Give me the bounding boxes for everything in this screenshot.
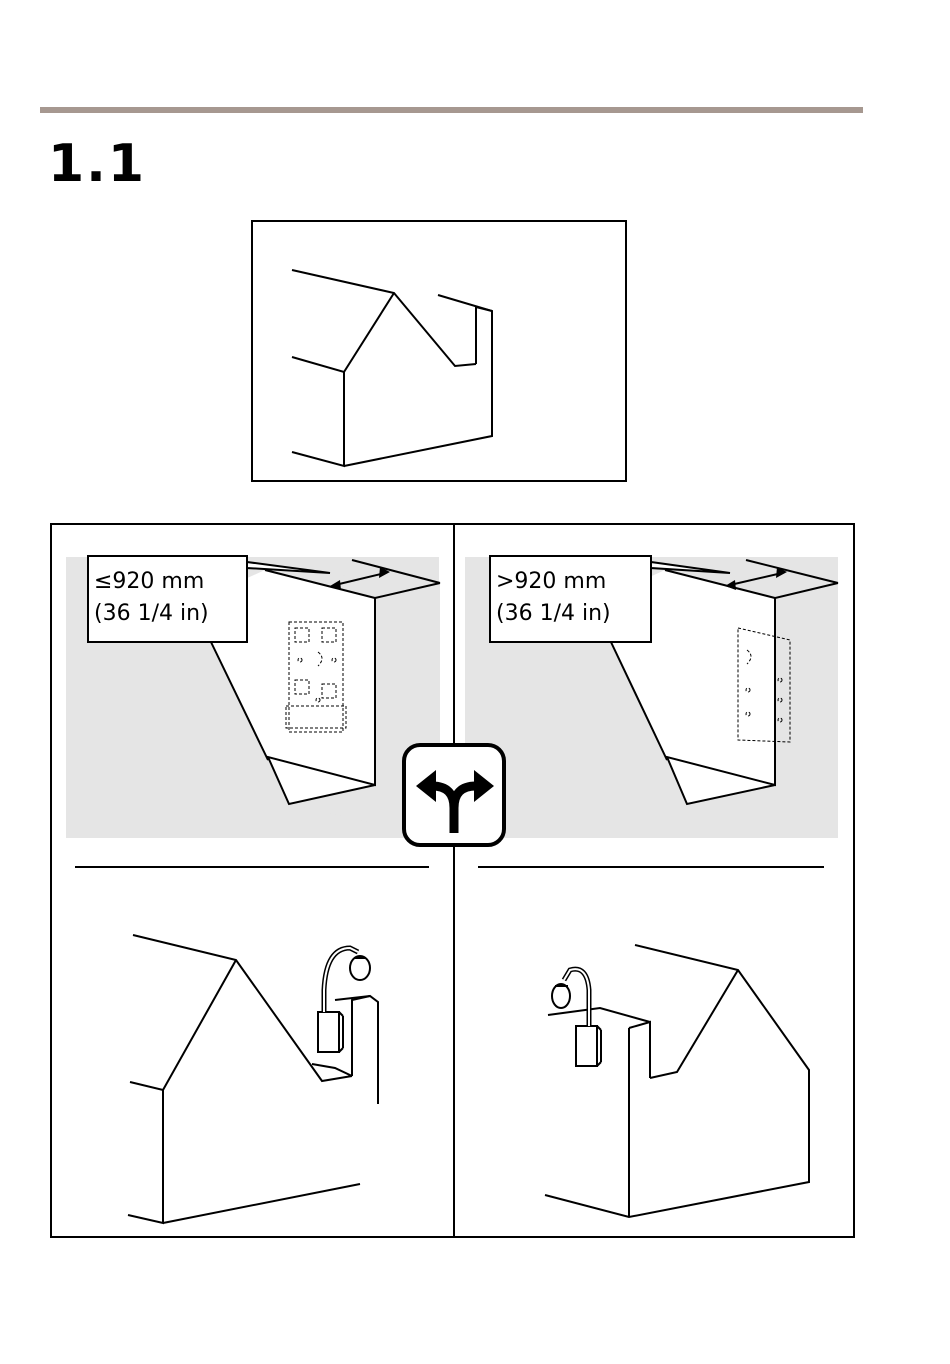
house-left-camera	[128, 935, 378, 1223]
option-left-line2: (36 1/4 in)	[94, 601, 209, 626]
parapet-mount-camera-right	[552, 969, 601, 1066]
option-right-line1: >920 mm	[496, 569, 606, 594]
option-right-label: >920 mm (36 1/4 in)	[496, 566, 611, 630]
option-left-label: ≤920 mm (36 1/4 in)	[94, 566, 209, 630]
option-right-line2: (36 1/4 in)	[496, 601, 611, 626]
choice-arrow-icon	[404, 745, 504, 845]
parapet-mount-camera	[318, 948, 370, 1052]
option-left-line1: ≤920 mm	[94, 569, 204, 594]
house-overview-illustration	[252, 221, 626, 481]
house-right-camera	[545, 945, 809, 1217]
